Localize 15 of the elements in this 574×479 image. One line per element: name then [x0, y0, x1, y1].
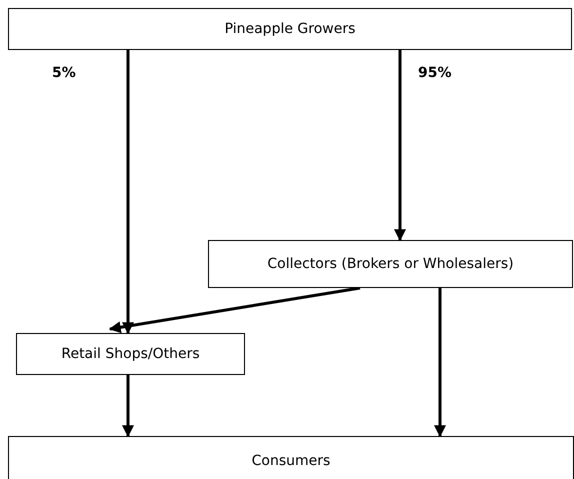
process-box — [8, 8, 572, 50]
arrow — [108, 286, 360, 334]
node-label: Collectors (Brokers or Wholesalers) — [267, 256, 514, 272]
arrow — [122, 50, 134, 334]
arrow — [122, 375, 134, 438]
process-box — [16, 333, 245, 375]
process-box — [8, 436, 574, 479]
node-label: Pineapple Growers — [224, 21, 356, 37]
node-label: Retail Shops/Others — [61, 346, 200, 362]
node-label: Consumers — [252, 453, 330, 469]
percentage-label: 95% — [418, 65, 452, 81]
process-box — [208, 240, 573, 288]
percentage-label: 5% — [52, 65, 76, 81]
arrow — [394, 50, 406, 242]
arrow — [434, 288, 446, 438]
